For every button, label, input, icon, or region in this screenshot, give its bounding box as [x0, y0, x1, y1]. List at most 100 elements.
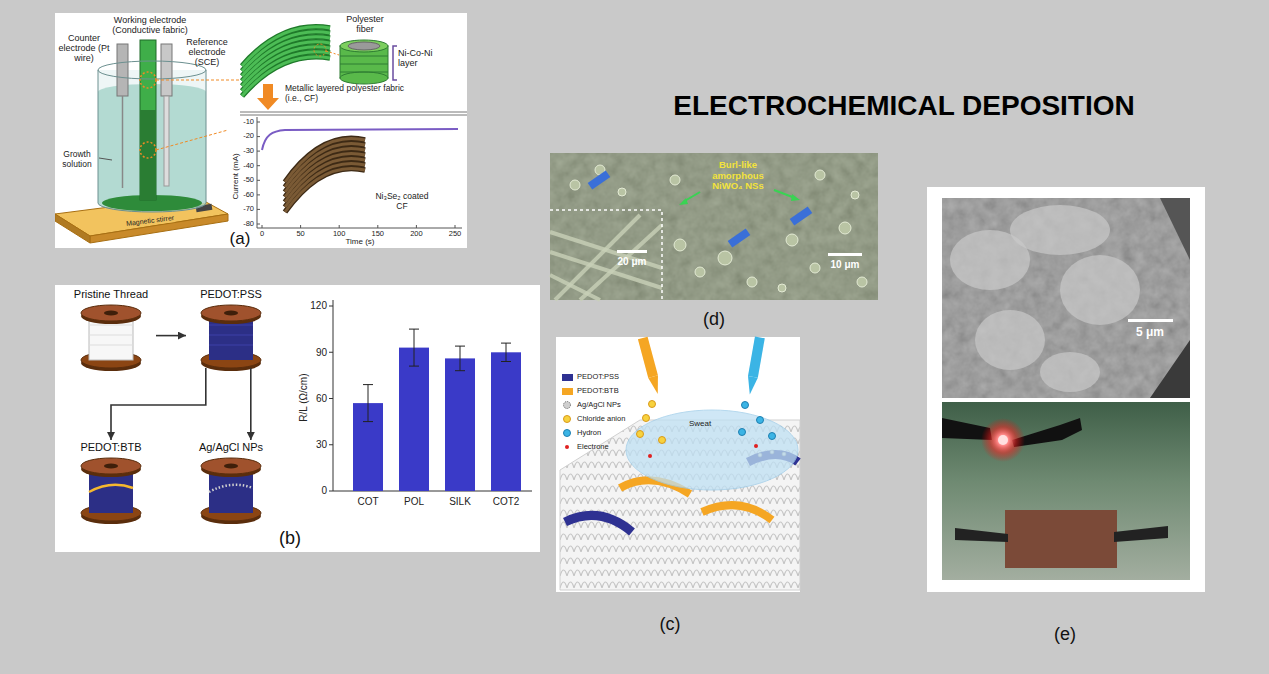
thread-spool	[209, 325, 253, 345]
nanostructure-nodule	[815, 170, 825, 180]
current-time-chart	[240, 112, 467, 113]
category-label: SILK	[449, 496, 471, 507]
magnetic-stirrer	[90, 214, 228, 243]
part-label: Ni-Co-Ni layer	[398, 48, 448, 68]
panel: (e)	[927, 187, 1205, 592]
thread-spool	[81, 305, 141, 324]
thread-spool	[89, 325, 133, 345]
conductive-thread	[565, 515, 632, 532]
beaker-outline	[98, 61, 206, 79]
ion	[769, 433, 776, 440]
electrode	[122, 96, 124, 188]
thread-spool	[81, 458, 141, 477]
zoom-callout	[156, 80, 240, 81]
process-arrow	[111, 368, 206, 440]
coated-fabric	[285, 138, 365, 212]
fiber-cross-section	[340, 56, 388, 57]
resistance-bar-chart	[501, 343, 511, 361]
legend-item: Electrone	[562, 443, 642, 453]
nanostructure-nodule	[670, 175, 680, 185]
fiber	[550, 215, 662, 300]
thread-spool	[201, 305, 261, 371]
sem-image	[1128, 319, 1173, 322]
panel-c-illustration	[626, 410, 798, 490]
device-photo	[955, 528, 1008, 542]
legend-text: Electrone	[577, 443, 609, 451]
electrode	[117, 44, 128, 96]
axis-tick: -50	[243, 176, 254, 184]
ion	[637, 431, 644, 438]
nanostructure-nodule	[839, 222, 851, 234]
axis-tick: 60	[316, 393, 327, 404]
panel-d-sem-image	[550, 210, 662, 300]
panel-c-illustration	[556, 337, 800, 592]
panel-a-illustration	[55, 13, 467, 248]
axis-tick: -70	[243, 205, 254, 213]
process-arrow	[250, 368, 252, 440]
spool-label: PEDOT:BTB	[80, 441, 141, 453]
thread-spool	[201, 305, 261, 324]
panel-label: (b)	[279, 528, 301, 548]
coated-fabric	[285, 138, 365, 182]
process-arrow	[156, 335, 186, 337]
ion	[637, 401, 776, 459]
axis-title: R/L (Ω/cm)	[297, 374, 308, 422]
spool-label: Pristine Thread	[74, 288, 148, 300]
spool-label: PEDOT:PSS	[200, 288, 262, 300]
axis-tick: 0	[321, 485, 327, 496]
sem-image	[942, 198, 1190, 398]
spool-label: Ag/AgCl NPs	[199, 441, 263, 453]
scale-label: 10 μm	[831, 259, 860, 270]
thread-spool	[89, 485, 133, 492]
scale-label: 5 μm	[1136, 326, 1164, 339]
thread-spool	[81, 458, 141, 524]
electrode	[161, 44, 172, 96]
category-label: COT2	[493, 496, 520, 507]
panel-b-illustration	[55, 285, 540, 552]
part-label: Magnetic stirrer	[125, 214, 176, 228]
electrode-label: Reference electrode (SCE)	[175, 37, 239, 67]
axis-tick: -30	[243, 147, 254, 155]
legend-text: Hydron	[577, 429, 601, 437]
axis-tick: -20	[243, 132, 254, 140]
marker-bar	[790, 206, 813, 225]
fiber-cross-section	[340, 40, 397, 84]
device-photo	[1114, 526, 1168, 542]
device-photo	[998, 435, 1008, 445]
axis-tick: 30	[316, 439, 327, 450]
scale-bar	[617, 250, 647, 253]
legend-sample	[564, 402, 571, 409]
sem-image	[1040, 352, 1100, 392]
sem-image	[1010, 205, 1110, 255]
legend-item: Ag/AgCl NPs	[562, 401, 642, 411]
current-time-chart	[240, 115, 467, 116]
current-time-chart	[257, 117, 462, 228]
device-photo	[942, 402, 1190, 580]
zoom-callout	[140, 72, 240, 158]
axis-tick: 50	[296, 230, 304, 238]
resistance-bar-chart	[455, 346, 465, 371]
device-photo	[981, 418, 1025, 462]
fiber-cross-section	[340, 40, 388, 52]
ion	[757, 417, 764, 424]
marker-bar	[588, 170, 813, 247]
fiber-cross-section	[340, 64, 388, 65]
ion	[648, 454, 652, 458]
axis-tick: 120	[310, 300, 327, 311]
legend-item: PEDOT:BTB	[562, 387, 642, 397]
axis-tick: 250	[449, 230, 462, 238]
legend-item: PEDOT:PSS	[562, 373, 642, 383]
figure-title: ELECTROCHEMICAL DEPOSITION	[673, 90, 1135, 121]
pipette	[648, 375, 662, 395]
scale-label: 20 μm	[618, 256, 647, 267]
sem-image	[1060, 255, 1140, 325]
panel-e-illustration	[927, 187, 1205, 592]
fiber	[580, 225, 662, 300]
fiber-cross-section	[393, 46, 397, 80]
sem-image	[1160, 198, 1190, 260]
pointer-arrow	[791, 194, 800, 201]
pipette	[638, 337, 663, 396]
nanostructure-nodule	[786, 234, 798, 246]
current-time-chart	[240, 112, 467, 228]
